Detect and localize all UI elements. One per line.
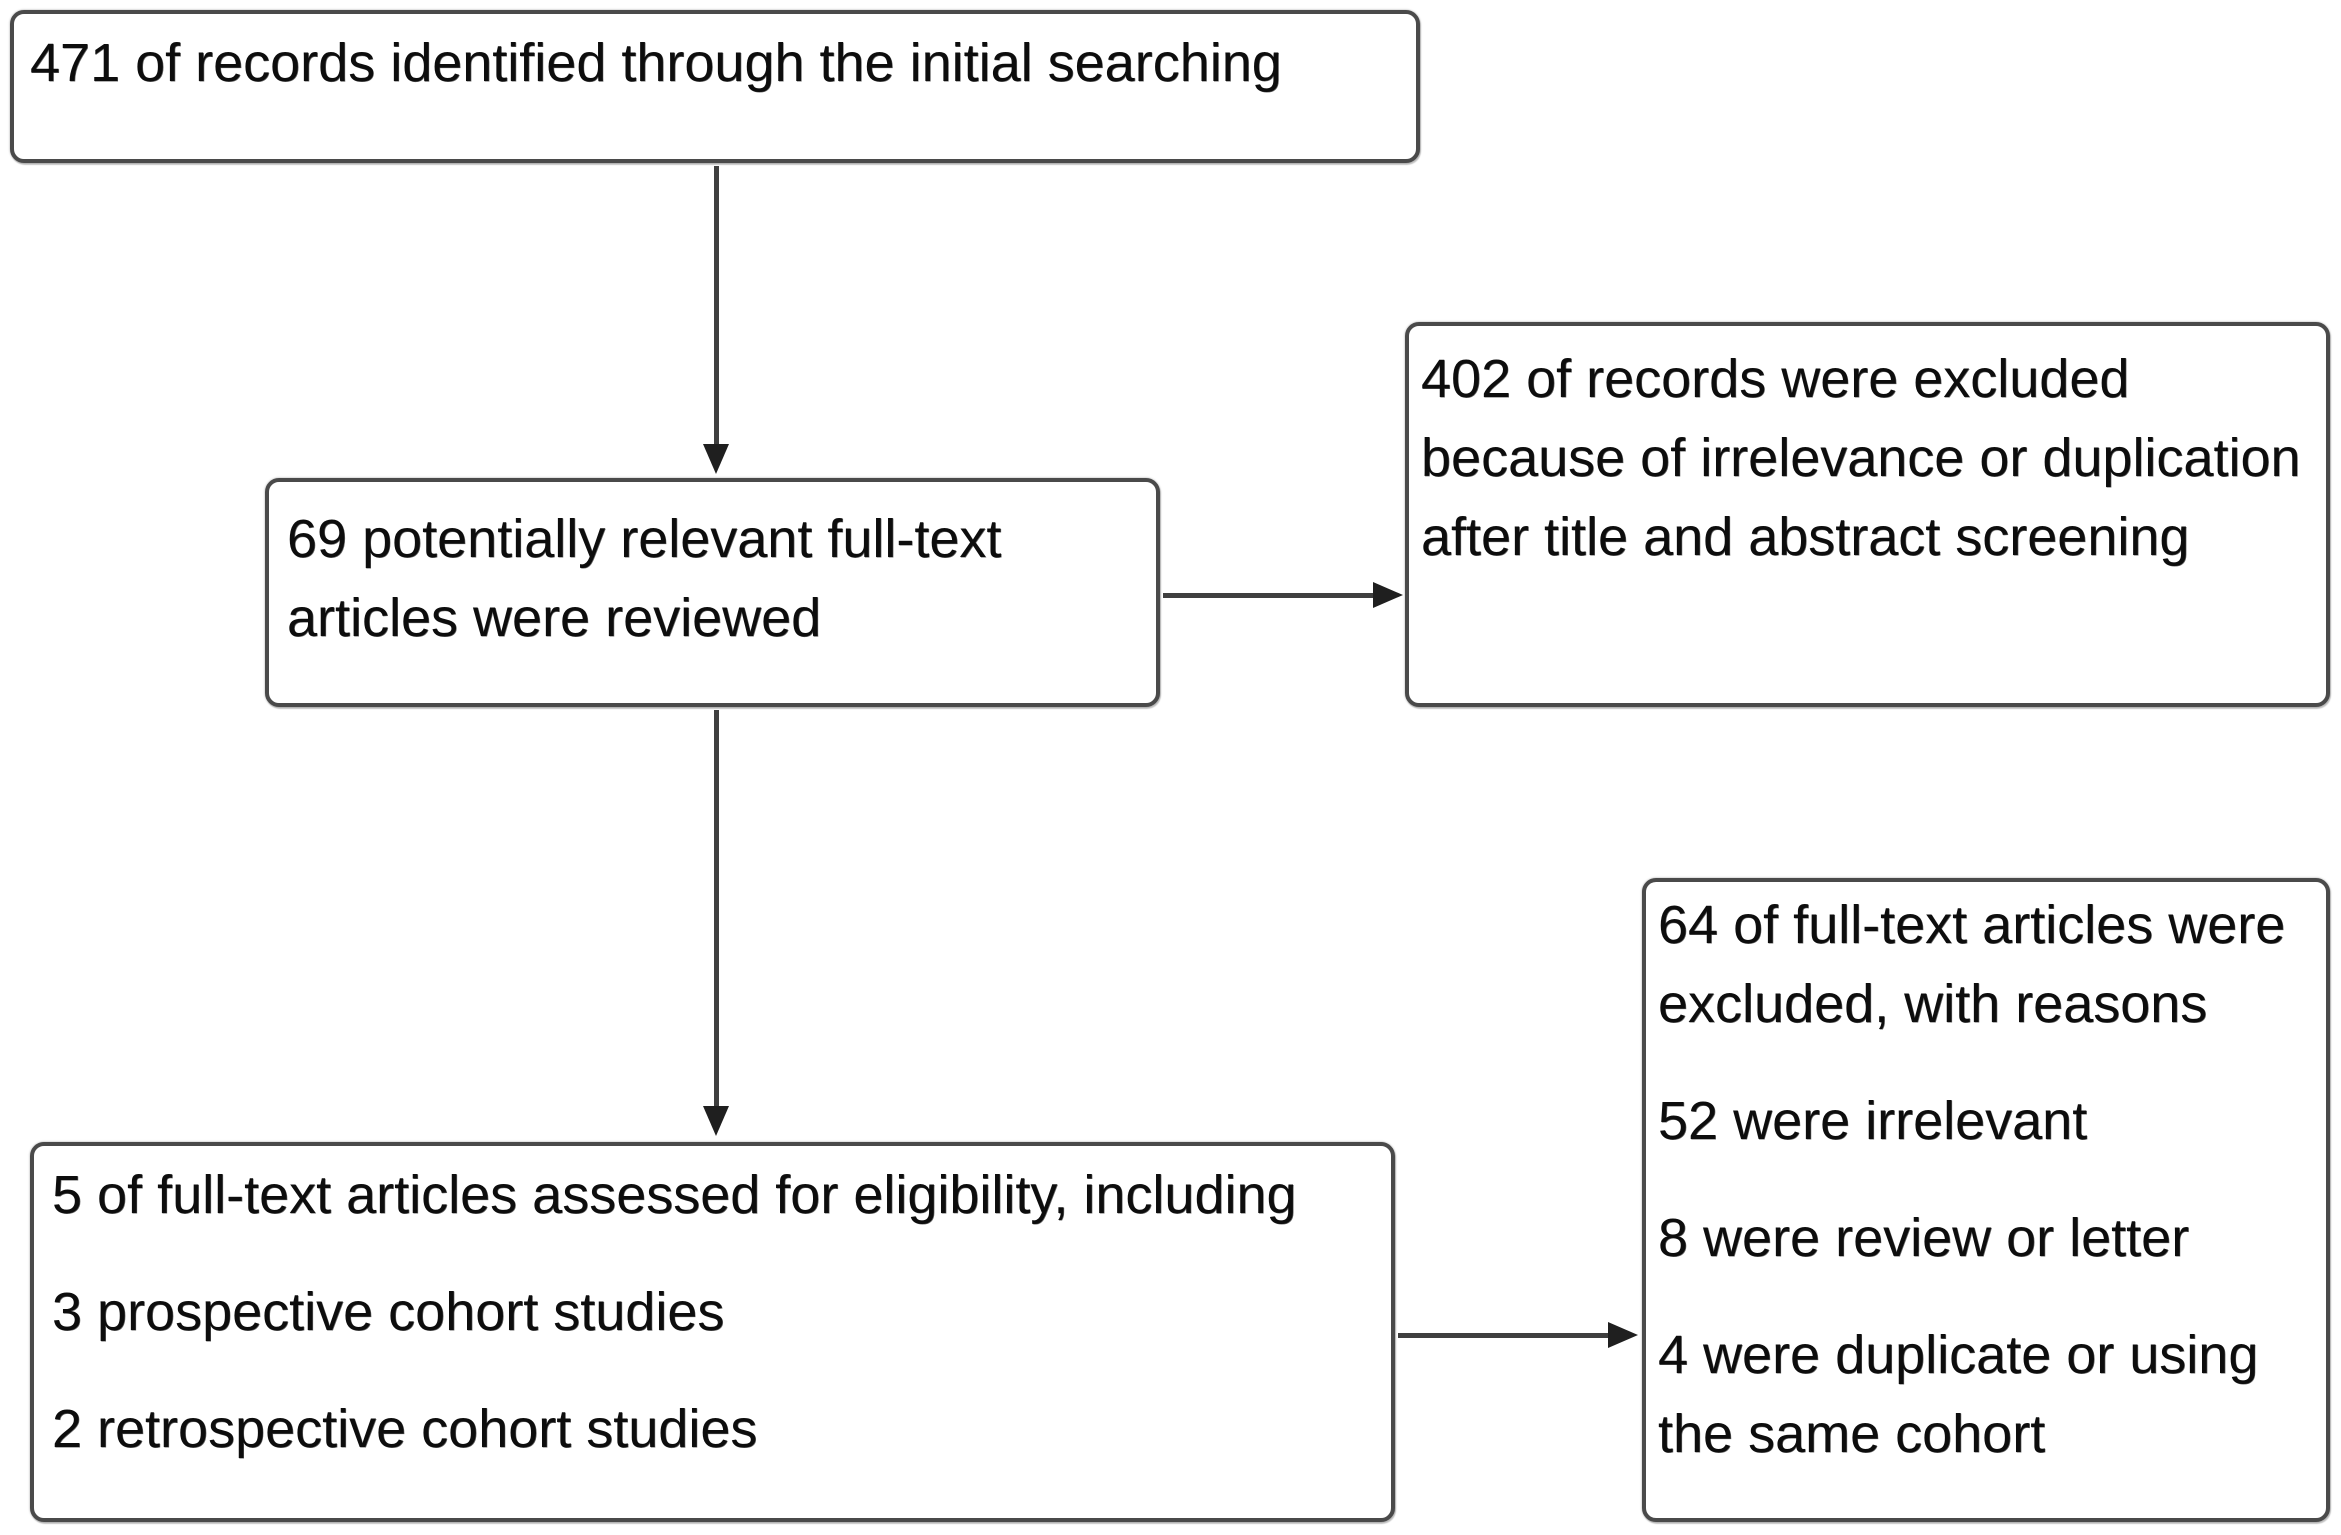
arrow-assessed-to-fulltext-excluded-head (1608, 1322, 1638, 1348)
arrow-identified-to-reviewed-line (714, 166, 719, 446)
review-letter-count-text: 8 were review or letter (1658, 1208, 2190, 1268)
arrow-reviewed-to-excluded-line (1163, 593, 1375, 598)
arrow-reviewed-to-assessed-line (714, 710, 719, 1108)
box-fulltext-excluded: 64 of full-text articles were excluded, … (1642, 878, 2330, 1522)
records-identified-text: 471 of records identified through the in… (30, 33, 1282, 93)
box-articles-assessed: 5 of full-text articles assessed for eli… (30, 1142, 1395, 1522)
box-articles-reviewed: 69 potentially relevant full-text articl… (265, 478, 1160, 707)
arrow-reviewed-to-excluded-head (1373, 582, 1403, 608)
retrospective-cohort-text: 2 retrospective cohort studies (52, 1399, 758, 1459)
articles-reviewed-text: 69 potentially relevant full-text articl… (287, 509, 1002, 648)
arrow-identified-to-reviewed-head (703, 444, 729, 474)
duplicate-count-text: 4 were duplicate or using the same cohor… (1658, 1325, 2259, 1464)
prospective-cohort-text: 3 prospective cohort studies (52, 1282, 725, 1342)
articles-assessed-text: 5 of full-text articles assessed for eli… (52, 1165, 1297, 1225)
box-records-excluded: 402 of records were excluded because of … (1405, 322, 2330, 707)
arrow-assessed-to-fulltext-excluded-line (1398, 1333, 1610, 1338)
irrelevant-count-text: 52 were irrelevant (1658, 1091, 2088, 1151)
box-records-identified: 471 of records identified through the in… (10, 10, 1420, 163)
fulltext-excluded-text: 64 of full-text articles were excluded, … (1658, 895, 2286, 1034)
records-excluded-text: 402 of records were excluded because of … (1421, 349, 2301, 567)
arrow-reviewed-to-assessed-head (703, 1106, 729, 1136)
